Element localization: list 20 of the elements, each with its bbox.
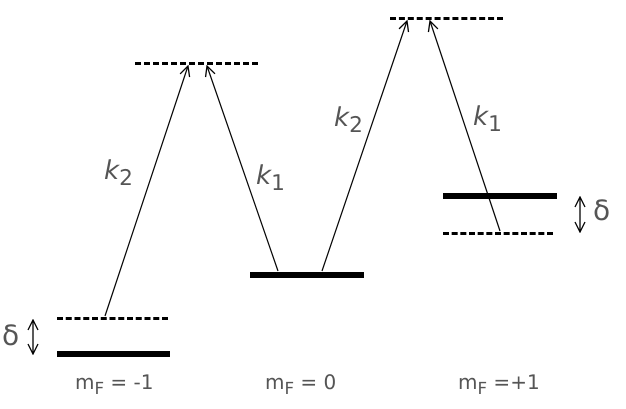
- arrow: [321, 20, 410, 272]
- delta-symbol: δ: [2, 322, 20, 350]
- quantum-number-label: m$_{F}$ =+1: [458, 372, 540, 398]
- virtual-level-line: [135, 62, 258, 65]
- quantum-number-label: m$_{F}$ = 0: [265, 372, 336, 398]
- edge-label: k$_{2}$: [104, 158, 133, 190]
- virtual-level-line: [57, 317, 168, 320]
- arrow: [104, 65, 190, 316]
- virtual-level-line: [443, 232, 553, 235]
- edge-label: k$_{1}$: [256, 163, 285, 195]
- delta-symbol: δ: [593, 197, 610, 225]
- edge-label: k$_{2}$: [334, 105, 363, 137]
- edge-label: k$_{1}$: [473, 104, 502, 136]
- energy-level-bar: [443, 193, 557, 199]
- arrow: [428, 20, 501, 232]
- arrow: [204, 65, 279, 272]
- quantum-number-label: m$_{F}$ = -1: [75, 372, 154, 398]
- energy-level-bar: [57, 351, 170, 357]
- energy-level-bar: [250, 272, 364, 278]
- virtual-level-line: [390, 17, 503, 20]
